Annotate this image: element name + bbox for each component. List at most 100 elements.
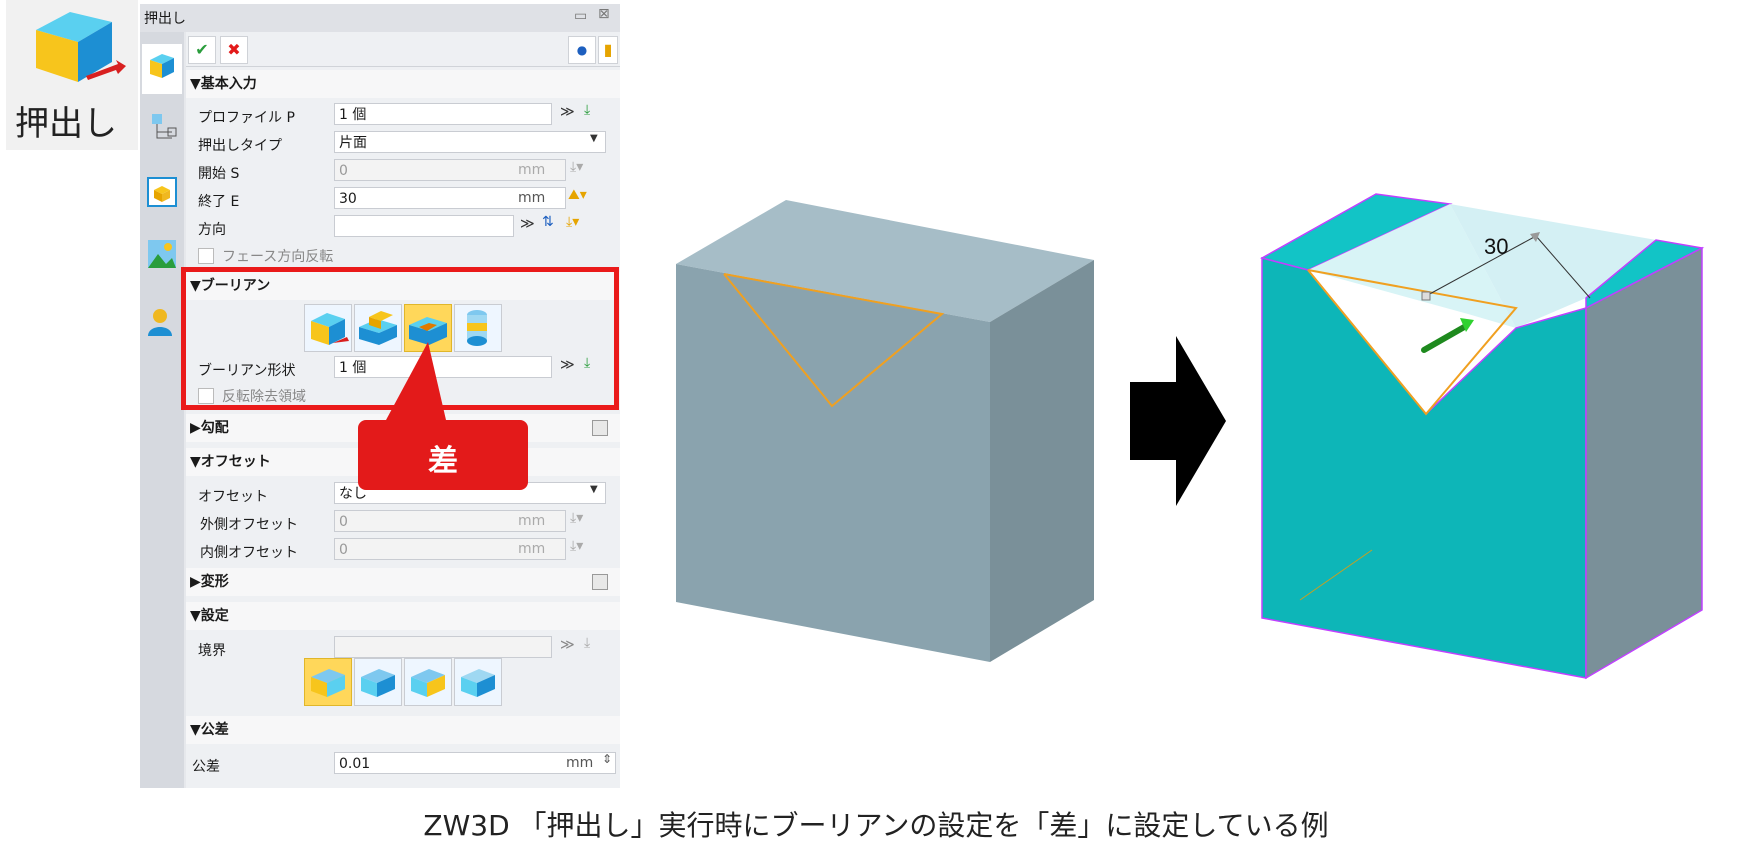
tolerance-label: 公差 bbox=[192, 759, 220, 775]
start-pick-icon: ⤓▾ bbox=[570, 159, 584, 175]
section-transform[interactable]: ▶変形 bbox=[186, 568, 620, 596]
section-settings[interactable]: ▼設定 bbox=[186, 602, 620, 630]
tolerance-spinner-icon[interactable]: ⇕ bbox=[602, 752, 613, 766]
section-offset-title: オフセット bbox=[200, 454, 271, 470]
boundary-mode-3-icon bbox=[411, 669, 445, 697]
boundary-chevron-icon: ≫ bbox=[560, 637, 575, 653]
section-settings-title: 設定 bbox=[200, 608, 229, 624]
boundary-mode-3-button[interactable] bbox=[404, 658, 452, 706]
outer-offset-field: 0 bbox=[334, 510, 566, 532]
inner-offset-label: 内側オフセット bbox=[200, 545, 298, 561]
section-tolerance[interactable]: ▼公差 bbox=[186, 716, 620, 744]
inner-offset-field: 0 bbox=[334, 538, 566, 560]
boundary-mode-1-icon bbox=[311, 669, 345, 697]
v-profile-sketch bbox=[723, 273, 945, 408]
inner-offset-unit: mm bbox=[518, 541, 546, 557]
offset-dropdown-icon[interactable]: ▼ bbox=[590, 484, 598, 495]
flip-face-label: フェース方向反転 bbox=[222, 249, 334, 265]
boolean-intersect-button[interactable] bbox=[454, 304, 502, 352]
direction-field[interactable] bbox=[334, 215, 514, 237]
figure-caption: ZW3D 「押出し」実行時にブーリアンの設定を「差」に設定している例 bbox=[423, 809, 1329, 842]
subtract-callout bbox=[358, 420, 528, 490]
inner-offset-pick-icon: ⤓▾ bbox=[570, 538, 584, 554]
history-tree-icon[interactable] bbox=[148, 110, 178, 144]
boolean-intersect-icon bbox=[467, 310, 487, 346]
boolean-shape-field[interactable]: 1 個 bbox=[334, 356, 552, 378]
box-front-face bbox=[676, 264, 990, 662]
end-field[interactable]: 30 bbox=[334, 187, 566, 209]
boundary-mode-2-button[interactable] bbox=[354, 658, 402, 706]
start-field: 0 bbox=[334, 159, 566, 181]
info-icon[interactable]: ● bbox=[568, 36, 596, 64]
profile-field[interactable]: 1 個 bbox=[334, 103, 552, 125]
dimension-line bbox=[1425, 235, 1537, 297]
extrude-direction-arrow bbox=[1421, 323, 1469, 353]
dimension-extension bbox=[1535, 235, 1591, 299]
restore-icon[interactable]: ▭ bbox=[574, 8, 588, 24]
profile-label: プロファイル P bbox=[198, 110, 295, 126]
expand-chevron-icon[interactable]: ≫ bbox=[560, 104, 575, 120]
view-manager-icon[interactable] bbox=[146, 176, 178, 208]
boolean-shape-chevron-icon[interactable]: ≫ bbox=[560, 357, 575, 373]
dimension-handle bbox=[1421, 291, 1431, 301]
callout-pointer bbox=[386, 342, 446, 420]
reverse-direction-icon[interactable]: ⇅ bbox=[542, 214, 554, 230]
boolean-base-button[interactable] bbox=[304, 304, 352, 352]
boolean-shape-pick-icon[interactable]: ⤓ bbox=[584, 355, 591, 371]
offset-label: オフセット bbox=[198, 489, 268, 505]
result-profile-sketch bbox=[1307, 269, 1518, 416]
outer-offset-unit: mm bbox=[518, 513, 546, 529]
extrude-label: 押出し bbox=[15, 104, 117, 144]
v-cut-left-face bbox=[1308, 204, 1516, 328]
invert-remove-label: 反転除去領域 bbox=[222, 389, 306, 405]
boundary-mode-1-button[interactable] bbox=[304, 658, 352, 706]
help-icon[interactable]: ▮ bbox=[598, 36, 618, 64]
direction-pick-icon[interactable]: ⤓▾ bbox=[566, 214, 580, 230]
v-cut-far-face bbox=[1450, 204, 1656, 328]
hidden-edge bbox=[1299, 549, 1373, 601]
before-box-figure bbox=[676, 200, 1094, 662]
end-label: 終了 E bbox=[198, 194, 240, 210]
transition-arrow-icon bbox=[1130, 336, 1226, 506]
end-reference-icon[interactable]: ⛰▾ bbox=[568, 187, 587, 203]
start-label: 開始 S bbox=[198, 166, 240, 182]
section-transform-title: 変形 bbox=[200, 574, 229, 590]
box-side-face bbox=[990, 260, 1094, 662]
ok-button[interactable]: ✔ bbox=[188, 36, 216, 64]
direction-chevron-icon[interactable]: ≫ bbox=[520, 216, 535, 232]
user-role-icon[interactable] bbox=[146, 306, 178, 338]
outer-offset-label: 外側オフセット bbox=[200, 517, 298, 533]
result-front-face bbox=[1261, 257, 1587, 679]
start-unit: mm bbox=[518, 162, 546, 178]
boundary-pick-icon: ⤓ bbox=[584, 635, 591, 651]
after-box-figure: 30 bbox=[1260, 193, 1705, 680]
cancel-button[interactable]: ✖ bbox=[220, 36, 248, 64]
end-unit: mm bbox=[518, 190, 546, 206]
boundary-field bbox=[334, 636, 552, 658]
dialog-toolbar bbox=[186, 32, 620, 67]
pick-profile-icon[interactable]: ⤓ bbox=[584, 102, 591, 118]
section-basic-input[interactable]: ▼基本入力 bbox=[186, 70, 620, 98]
transform-toggle-checkbox[interactable] bbox=[592, 574, 608, 590]
section-boolean[interactable]: ▼ブーリアン bbox=[186, 272, 620, 300]
outer-offset-pick-icon: ⤓▾ bbox=[570, 510, 584, 526]
extrude-icon bbox=[36, 12, 126, 82]
tolerance-field[interactable]: 0.01 bbox=[334, 752, 616, 774]
extrude-type-select[interactable]: 片面 bbox=[334, 131, 606, 153]
extrude-direction-arrowhead bbox=[1460, 318, 1474, 332]
flip-face-checkbox[interactable] bbox=[198, 248, 214, 264]
draft-toggle-checkbox[interactable] bbox=[592, 420, 608, 436]
dialog-title: 押出し bbox=[144, 11, 186, 27]
boundary-mode-4-button[interactable] bbox=[454, 658, 502, 706]
extrude-type-label: 押出しタイプ bbox=[198, 138, 282, 154]
extrude-type-dropdown-icon[interactable]: ▼ bbox=[590, 133, 598, 144]
close-dialog-icon[interactable]: ⊠ bbox=[598, 6, 610, 22]
boolean-add-button[interactable] bbox=[354, 304, 402, 352]
image-render-icon[interactable] bbox=[146, 238, 178, 270]
dimension-arrowhead bbox=[1530, 232, 1540, 242]
boolean-add-icon bbox=[359, 311, 397, 345]
dimension-value: 30 bbox=[1484, 234, 1508, 259]
invert-remove-checkbox[interactable] bbox=[198, 388, 214, 404]
boolean-subtract-button[interactable] bbox=[404, 304, 452, 352]
section-draft-title: 勾配 bbox=[200, 420, 229, 436]
